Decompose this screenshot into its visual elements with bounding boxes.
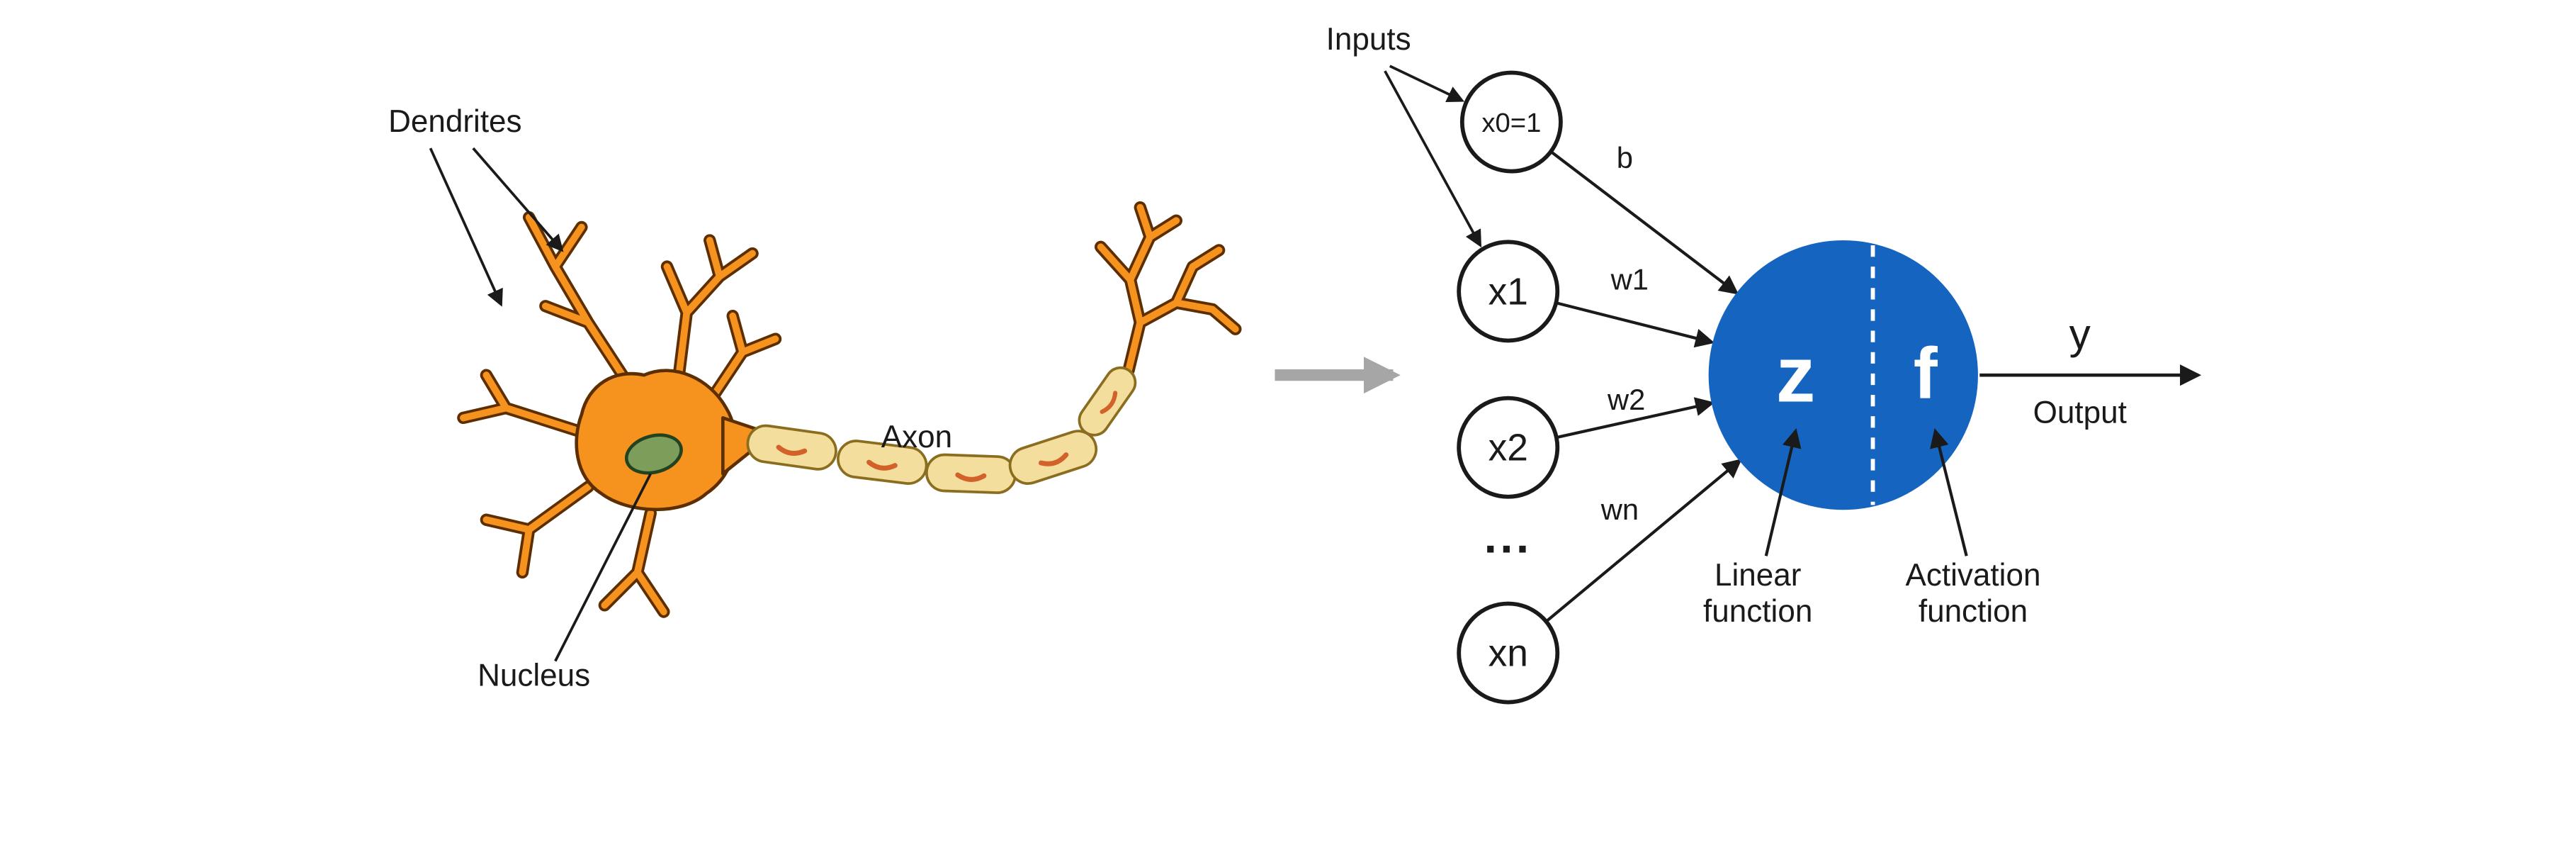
dendrites-pointer-2 xyxy=(472,147,564,252)
linear-caption-line2: function xyxy=(1703,594,1812,629)
dendrites-pointer-1 xyxy=(429,147,503,307)
activation-caption-pointer xyxy=(1930,428,1968,556)
activation-caption-line2: function xyxy=(1919,594,2028,629)
nucleus-pointer xyxy=(554,473,652,662)
input-node-x2 xyxy=(1457,396,1560,499)
output-label: Output xyxy=(2033,395,2127,430)
input-node-x0-label: x0=1 xyxy=(1481,108,1541,138)
edge-wn-label: wn xyxy=(1600,493,1639,526)
input-node-x2-label: x2 xyxy=(1488,427,1528,469)
output-var-label: y xyxy=(2069,310,2091,358)
myelin-segment-3 xyxy=(925,453,1017,494)
input-node-x1 xyxy=(1457,240,1560,343)
nucleus-label: Nucleus xyxy=(478,658,590,693)
input-node-xn xyxy=(1457,601,1560,705)
linear-caption-line1: Linear xyxy=(1714,558,1801,593)
nucleus xyxy=(624,433,683,475)
input-ellipsis: ... xyxy=(1484,511,1532,563)
edge-b-label: b xyxy=(1617,141,1633,174)
edge-w1-label: w1 xyxy=(1610,263,1649,296)
linear-symbol: z xyxy=(1776,330,1816,418)
dendrites-label: Dendrites xyxy=(388,104,522,139)
inputs-pointer-x0 xyxy=(1389,65,1465,102)
input-node-xn-label: xn xyxy=(1488,633,1528,675)
neuron-body xyxy=(1708,240,1978,510)
myelin-segment-2 xyxy=(837,440,928,485)
input-node-x1-label: x1 xyxy=(1488,271,1528,313)
edge-w2-label: w2 xyxy=(1607,383,1645,416)
inputs-label: Inputs xyxy=(1326,22,1411,57)
edge-wn xyxy=(1544,459,1742,623)
edge-w2 xyxy=(1555,397,1715,440)
activation-caption-line1: Activation xyxy=(1905,558,2040,593)
activation-symbol: f xyxy=(1914,333,1938,414)
myelin-segment-4 xyxy=(1008,430,1098,485)
axon-label: Axon xyxy=(881,420,952,454)
myelin-segment-5 xyxy=(1078,366,1137,437)
inputs-pointer-x1 xyxy=(1384,70,1482,248)
edge-b xyxy=(1549,150,1739,295)
myelin-segment-1 xyxy=(746,424,837,471)
input-node-x0 xyxy=(1459,70,1563,174)
linear-caption-pointer xyxy=(1764,428,1802,556)
edge-w1 xyxy=(1555,301,1715,348)
